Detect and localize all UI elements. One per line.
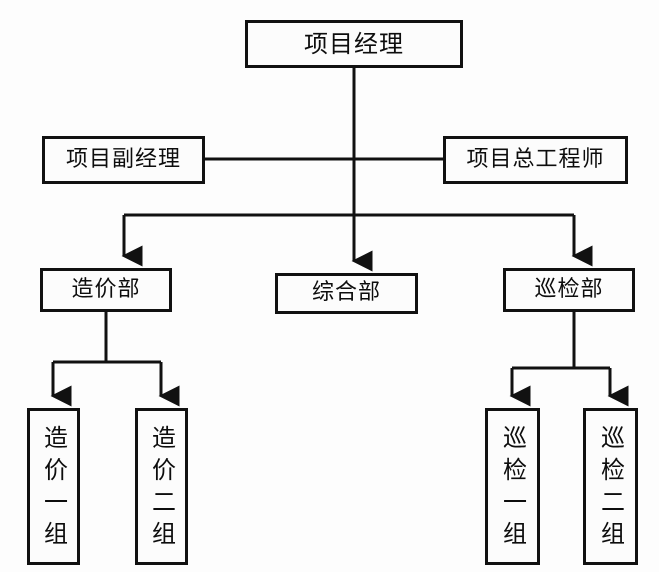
node-general-department[interactable]: 综合部 (275, 273, 418, 314)
node-label: 项目副经理 (65, 146, 181, 172)
node-label: 项目总工程师 (466, 146, 605, 172)
node-label: 巡检部 (534, 276, 604, 302)
node-label: 综合部 (311, 280, 381, 306)
node-label: 造价二组 (147, 425, 176, 553)
node-label: 项目经理 (304, 29, 404, 58)
node-project-manager[interactable]: 项目经理 (245, 20, 463, 68)
node-inspection-group-1[interactable]: 巡检一组 (485, 408, 540, 565)
node-chief-engineer[interactable]: 项目总工程师 (443, 136, 628, 184)
node-deputy-project-manager[interactable]: 项目副经理 (42, 136, 205, 184)
node-inspection-group-2[interactable]: 巡检二组 (583, 408, 638, 565)
node-label: 巡检二组 (596, 425, 625, 553)
node-label: 造价一组 (39, 425, 68, 553)
node-cost-department[interactable]: 造价部 (40, 268, 172, 312)
node-label: 造价部 (71, 276, 141, 302)
node-cost-group-2[interactable]: 造价二组 (135, 408, 188, 565)
node-inspection-department[interactable]: 巡检部 (503, 268, 635, 312)
node-label: 巡检一组 (498, 425, 527, 553)
node-cost-group-1[interactable]: 造价一组 (27, 408, 80, 565)
